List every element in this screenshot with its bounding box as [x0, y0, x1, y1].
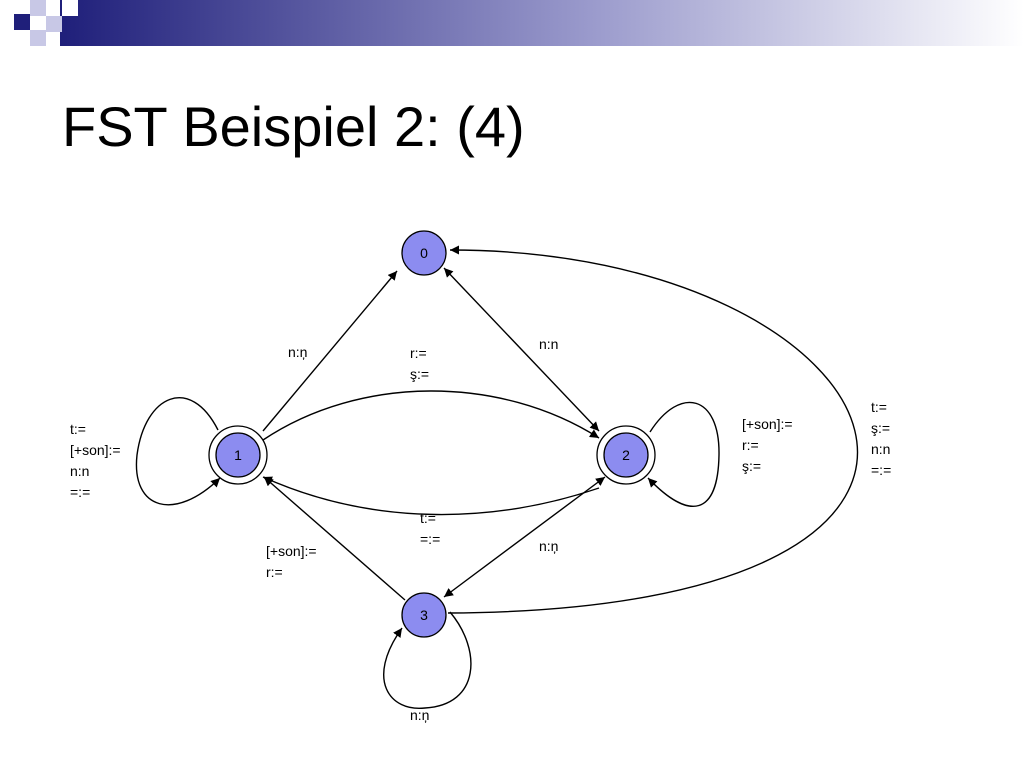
transition-label-3-to-0: ş:= — [871, 420, 890, 436]
transition-label-3-to-3: n:ņ — [410, 707, 429, 723]
banner-square — [30, 30, 46, 46]
state-3: 3 — [401, 592, 447, 638]
transition-label-1-to-1: [+son]:= — [70, 442, 121, 458]
transition-0-to-2 — [443, 267, 600, 432]
transition-3-to-1 — [263, 476, 406, 601]
transition-label-3-to-0: t:= — [871, 399, 887, 415]
transition-label-3-to-1: r:= — [266, 564, 283, 580]
transition-label-0-to-2: n:n — [539, 336, 558, 352]
state-1: 1 — [208, 425, 268, 485]
state-label: 3 — [420, 607, 428, 623]
state-circle — [401, 230, 447, 276]
state-label: 1 — [234, 447, 242, 463]
state-circle — [401, 592, 447, 638]
banner-square — [30, 0, 46, 16]
transition-label-2-to-1: t:= — [420, 510, 436, 526]
slide-title: FST Beispiel 2: (4) — [62, 95, 525, 158]
state-0: 0 — [401, 230, 447, 276]
state-circle — [603, 432, 649, 478]
transition-1-to-2 — [262, 390, 600, 441]
transition-2-to-1 — [262, 476, 600, 516]
state-circle — [215, 432, 261, 478]
transition-label-1-to-1: n:n — [70, 463, 89, 479]
transition-3-to-0 — [447, 245, 859, 614]
transition-label-2-to-1: =:= — [420, 531, 440, 547]
transition-label-3-to-0: n:n — [871, 441, 890, 457]
state-2: 2 — [596, 425, 656, 485]
transition-1-to-0 — [262, 270, 398, 432]
state-label: 2 — [622, 447, 630, 463]
transition-label-2-to-3: n:ņ — [539, 538, 558, 554]
transition-label-2-to-2: r:= — [742, 437, 759, 453]
transition-label-3-to-0: =:= — [871, 462, 891, 478]
transition-label-1-to-2: ş:= — [410, 366, 429, 382]
banner-square — [46, 16, 62, 32]
banner-square — [14, 14, 30, 30]
transition-2-to-3 — [443, 476, 606, 598]
transition-label-1-to-1: t:= — [70, 421, 86, 437]
transition-3-to-3 — [383, 611, 472, 709]
transition-label-2-to-2: ş:= — [742, 458, 761, 474]
transition-label-1-to-2: r:= — [410, 345, 427, 361]
title-banner-decoration — [14, 0, 1024, 46]
transition-2-to-2 — [647, 401, 720, 507]
transition-1-to-1 — [135, 397, 221, 506]
transition-label-1-to-0: n:ņ — [288, 344, 307, 360]
transition-label-1-to-1: =:= — [70, 484, 90, 500]
transition-label-3-to-1: [+son]:= — [266, 543, 317, 559]
banner-bar — [60, 0, 1024, 46]
banner-square — [62, 0, 78, 16]
state-label: 0 — [420, 245, 428, 261]
transition-label-2-to-2: [+son]:= — [742, 416, 793, 432]
